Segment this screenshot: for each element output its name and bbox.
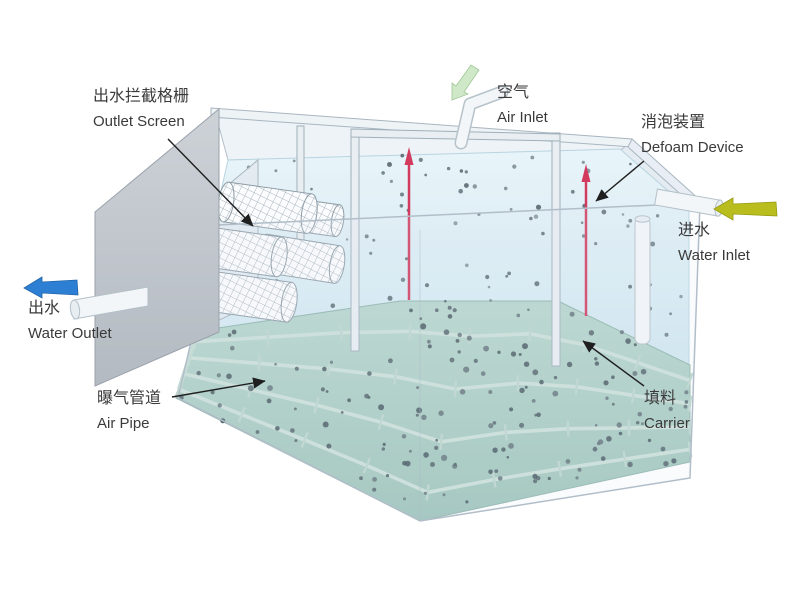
label-air-pipe: 曝气管道 Air Pipe (97, 386, 161, 436)
air-inlet-pipe (454, 85, 509, 150)
frame-beam (350, 128, 561, 142)
defoam-rod-left (404, 147, 414, 300)
air-pipe-grid (174, 323, 694, 501)
label-defoam-device-en: Defoam Device (641, 138, 744, 156)
label-water-inlet-en: Water Inlet (678, 246, 750, 264)
outlet-chamber-wall (94, 107, 220, 387)
tank-floor (175, 300, 691, 522)
water-outlet-pipe (69, 286, 149, 320)
leader-outlet-screen (167, 138, 254, 227)
water-inlet-arrow (713, 197, 778, 221)
label-air-inlet-en: Air Inlet (497, 108, 548, 126)
label-water-inlet: 进水 Water Inlet (678, 218, 750, 268)
label-air-inlet: 空气 Air Inlet (497, 80, 548, 130)
tank-front-wall (177, 202, 701, 522)
label-defoam-device: 消泡装置 Defoam Device (641, 110, 744, 160)
leader-air-pipe (171, 377, 266, 398)
label-water-outlet: 出水 Water Outlet (28, 296, 112, 346)
leader-carrier (582, 340, 645, 387)
label-carrier-zh: 填料 (644, 390, 677, 407)
label-defoam-device-zh: 消泡装置 (641, 114, 706, 131)
label-air-inlet-zh: 空气 (497, 84, 530, 101)
inlet-downcomer-pipe (634, 215, 651, 345)
air-inlet-arrow (451, 64, 480, 101)
label-outlet-screen-zh: 出水拦截格栅 (93, 88, 190, 105)
label-water-outlet-zh: 出水 (28, 300, 61, 317)
label-water-outlet-en: Water Outlet (28, 324, 112, 342)
label-air-pipe-zh: 曝气管道 (97, 390, 162, 407)
label-water-inlet-zh: 进水 (678, 222, 711, 239)
label-air-pipe-en: Air Pipe (97, 414, 150, 432)
label-carrier: 填料 Carrier (644, 386, 690, 436)
label-carrier-en: Carrier (644, 414, 690, 432)
defoam-rod-right (581, 164, 591, 316)
label-outlet-screen: 出水拦截格栅 Outlet Screen (93, 84, 189, 134)
frame-post (551, 132, 561, 367)
water-outlet-arrow (23, 276, 79, 299)
label-outlet-screen-en: Outlet Screen (93, 112, 185, 130)
leader-defoam-device (595, 160, 645, 202)
